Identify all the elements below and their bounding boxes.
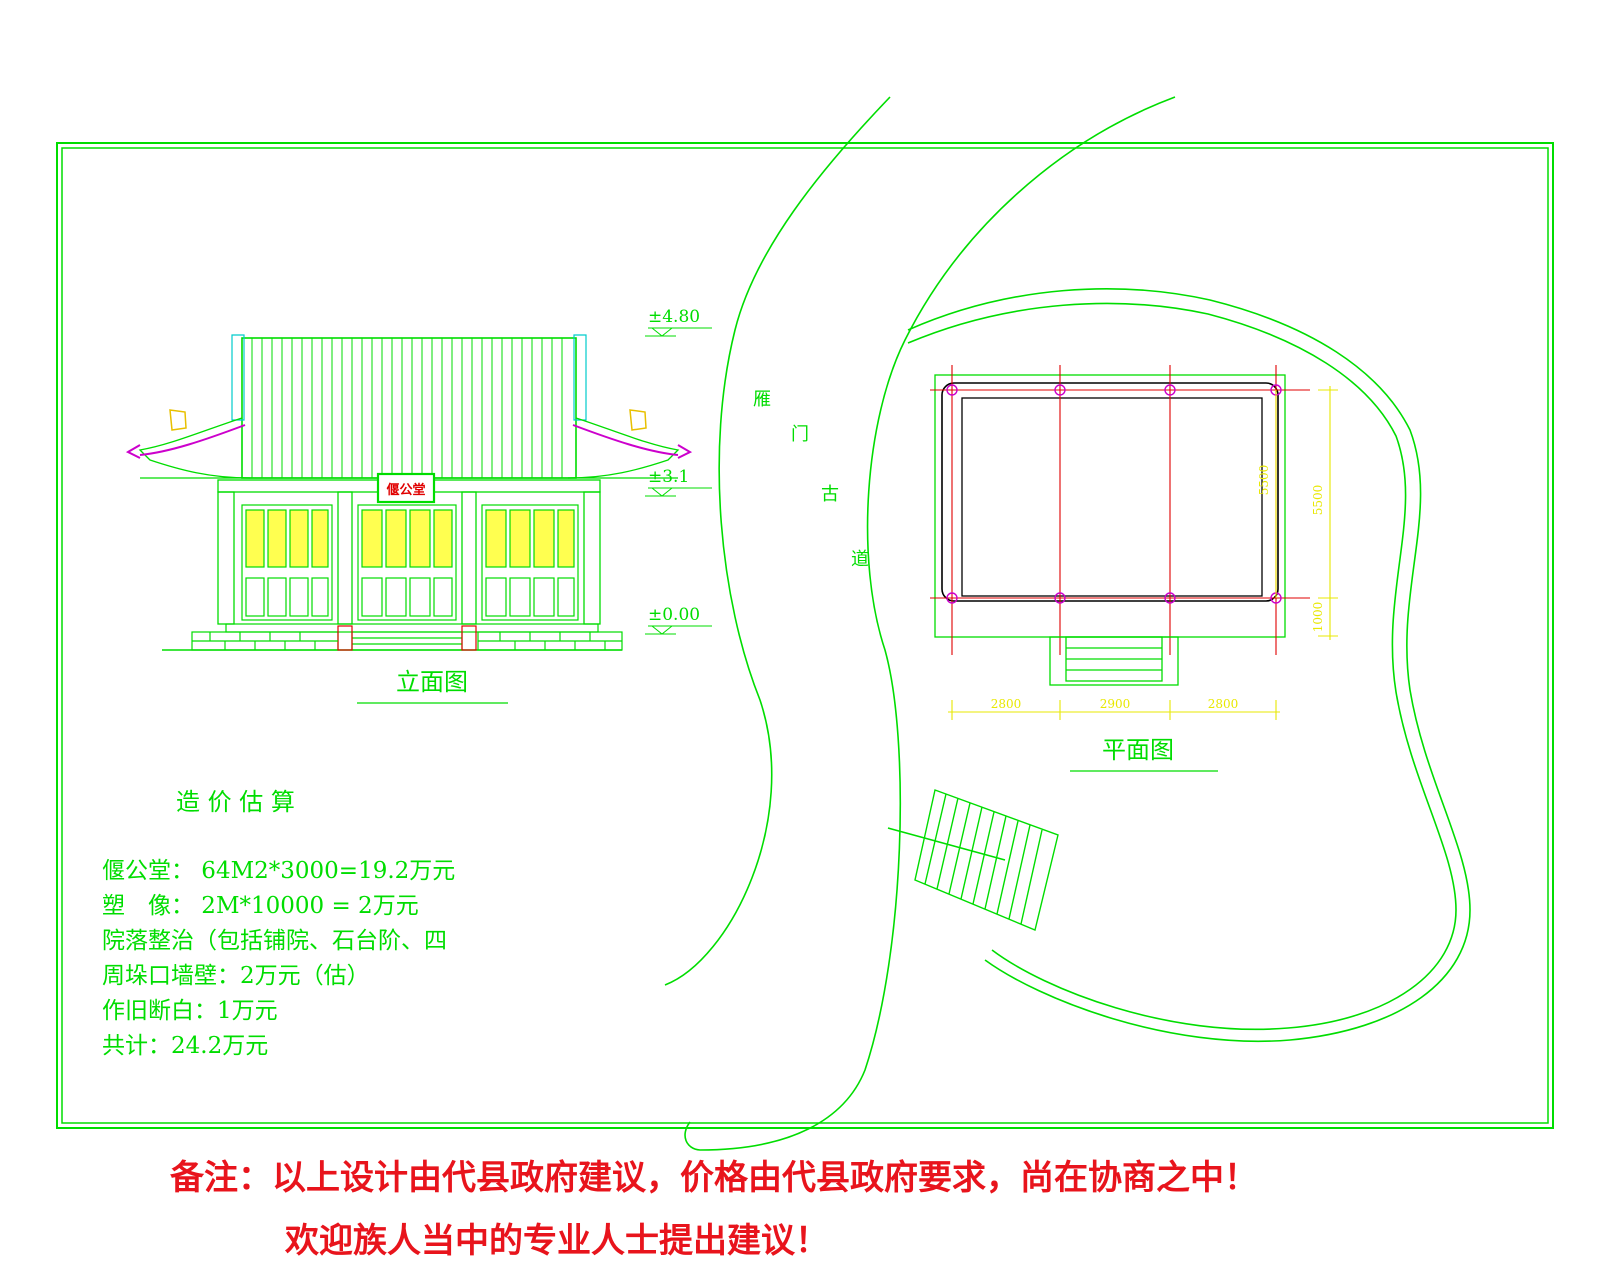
road-label-char: 道 (851, 549, 869, 570)
dim-label: 2800 (991, 697, 1022, 711)
plan-dimension-labels: 2800 2900 2800 5500 1000 5500 (991, 465, 1325, 711)
dim-label: 1000 (1311, 602, 1325, 633)
elevation-drawing: 偃公堂 (125, 307, 712, 704)
level-label: ±4.80 (648, 307, 700, 327)
plan-columns (946, 384, 1282, 604)
dim-label: 5500 (1311, 485, 1325, 516)
welcome-note: 欢迎族人当中的专业人士提出建议！ (285, 1221, 829, 1261)
level-label: ±0.00 (648, 605, 700, 625)
estimate-line: 周垛口墙壁：2万元（估） (102, 963, 370, 989)
estimate-heading: 造 价 估 算 (176, 788, 295, 816)
ancient-road (664, 96, 1176, 1151)
dim-label: 2900 (1100, 697, 1131, 711)
inner-frame (61, 147, 1549, 1124)
roof-tile-lines (251, 338, 563, 478)
plan-outer-wall (941, 382, 1279, 602)
remark-note: 备注：以上设计由代县政府建议，价格由代县政府要求，尚在协商之中！ (170, 1158, 1258, 1198)
plan-front-steps (1049, 636, 1179, 686)
estimate-line: 塑 像： 2M*10000 = 2万元 (102, 893, 419, 919)
cost-estimate: 造 价 估 算 偃公堂： 64M2*3000=19.2万元 塑 像： 2M*10… (102, 788, 455, 1059)
lower-stair (914, 789, 1059, 931)
plan-dimensions (948, 386, 1338, 720)
plan-title: 平面图 (1102, 736, 1174, 764)
estimate-line: 作旧断白：1万元 (102, 998, 278, 1024)
plan-grid-lines (930, 365, 1310, 655)
plan-inner-wall (961, 397, 1263, 597)
dim-label: 2800 (1208, 697, 1239, 711)
name-plaque (376, 472, 436, 504)
estimate-line: 院落整治（包括铺院、石台阶、四 (102, 928, 447, 954)
road-label-char: 门 (791, 424, 809, 445)
road-label-char: 雁 (753, 389, 771, 410)
road-label: 雁 门 古 道 (753, 389, 869, 570)
level-label: ±3.1 (648, 467, 689, 487)
floor-plan: 2800 2900 2800 5500 1000 5500 平面图 (930, 365, 1338, 772)
name-plaque-text: 偃公堂 (386, 482, 425, 498)
upper-roof (231, 334, 587, 479)
road-label-char: 古 (821, 484, 839, 505)
base-platform (162, 623, 623, 651)
level-markers: ±4.80 ±3.1 ±0.00 (645, 307, 712, 635)
lower-eaves (125, 409, 693, 479)
estimate-line: 偃公堂： 64M2*3000=19.2万元 (102, 858, 455, 884)
estimate-line: 共计：24.2万元 (102, 1033, 268, 1059)
outer-frame (56, 142, 1554, 1129)
dim-label: 5500 (1257, 465, 1271, 496)
courtyard-wall (887, 288, 1471, 1043)
door-bays (241, 504, 579, 621)
elevation-title: 立面图 (396, 668, 468, 696)
